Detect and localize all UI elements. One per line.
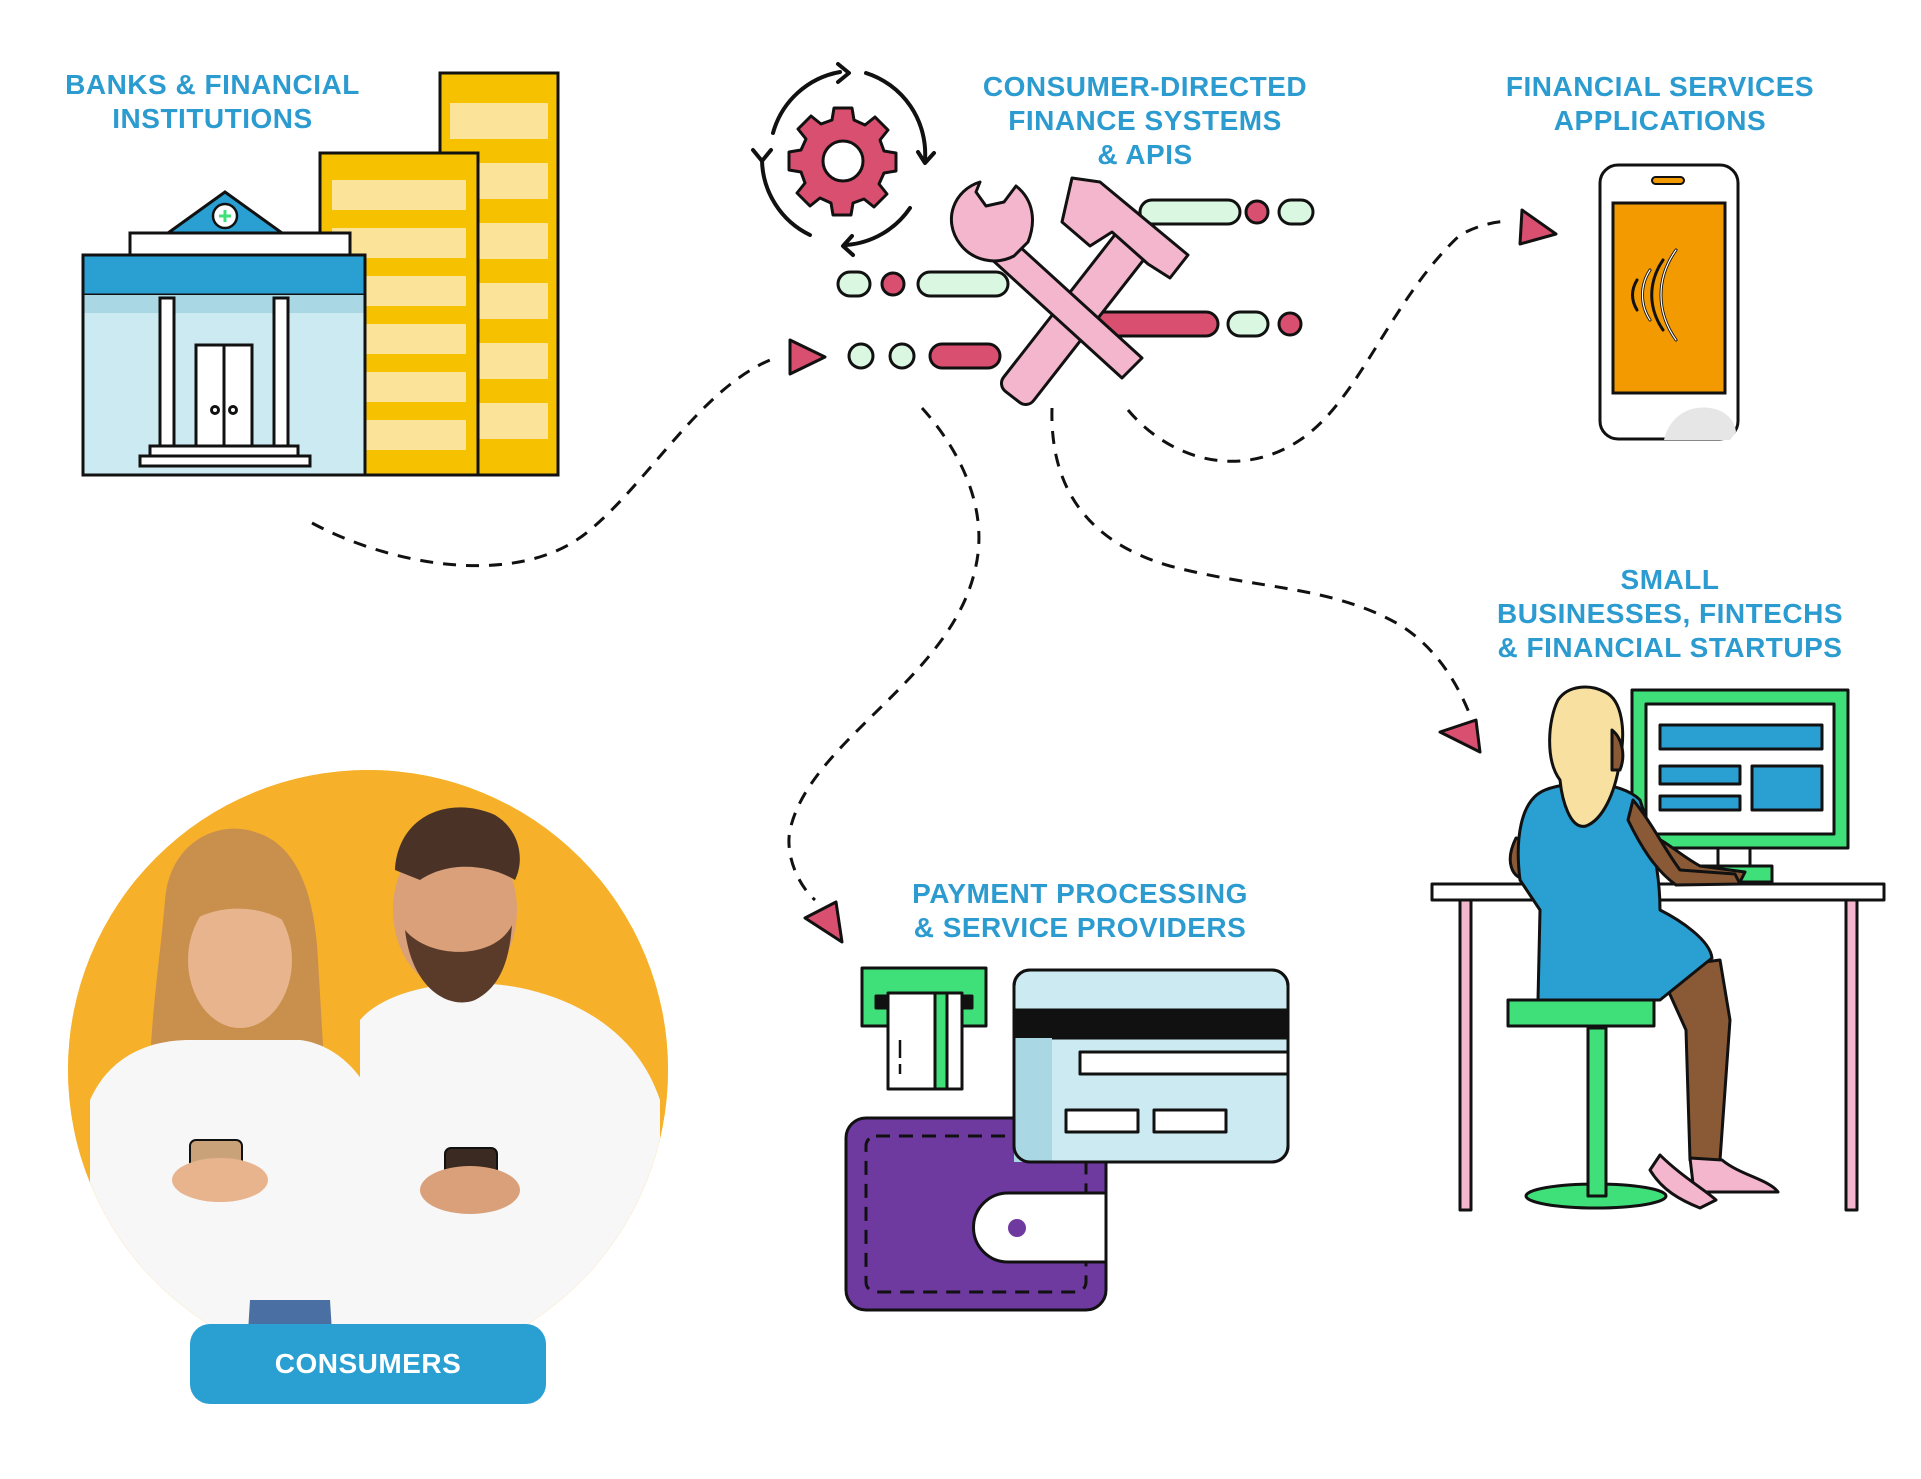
credit-card-icon <box>1012 968 1290 1164</box>
label-banks: BANKS & FINANCIAL INSTITUTIONS <box>65 69 360 134</box>
smartphone-contactless-icon <box>1598 163 1740 441</box>
label-payment-processing: PAYMENT PROCESSING & SERVICE PROVIDERS <box>912 878 1248 943</box>
flow-arrows <box>311 220 1511 902</box>
consumers-photo <box>68 770 668 1370</box>
woman-at-computer-icon <box>1430 685 1886 1212</box>
bank-building-icon <box>81 71 560 477</box>
gear-cycle-icon <box>751 62 936 257</box>
consumers-button[interactable]: CONSUMERS <box>190 1324 546 1404</box>
arrow-heads <box>788 208 1558 944</box>
label-small-businesses: SMALL BUSINESSES, FINTECHS & FINANCIAL S… <box>1496 564 1844 663</box>
wallet-icon <box>844 1116 1108 1312</box>
label-consumer-directed-finance: CONSUMER-DIRECTED FINANCE SYSTEMS & APIS <box>982 71 1308 170</box>
label-financial-services-apps: FINANCIAL SERVICES APPLICATIONS <box>1505 71 1815 136</box>
card-reader-icon <box>860 966 988 1091</box>
wrench-hammer-icon <box>836 176 1315 406</box>
